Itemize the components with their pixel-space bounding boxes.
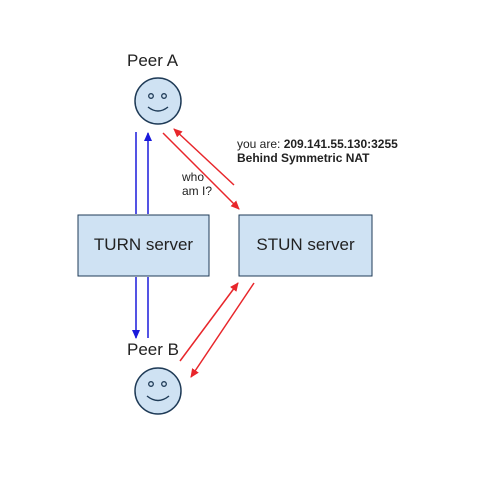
stun-reply-annotation: you are: 209.141.55.130:3255 Behind Symm… bbox=[237, 137, 398, 165]
question-line-1: who bbox=[182, 170, 205, 184]
turn-server-label: TURN server bbox=[93, 235, 194, 254]
stun-server-label: STUN server bbox=[256, 235, 355, 254]
reply-address: 209.141.55.130:3255 bbox=[283, 137, 398, 151]
turn-server-box bbox=[77, 214, 210, 277]
reply-prefix: you are: bbox=[237, 137, 284, 151]
stun-request-arrow-a bbox=[162, 132, 240, 210]
reply-nat: Behind Symmetric NAT bbox=[237, 151, 370, 165]
reply-nat-line: Behind Symmetric NAT bbox=[237, 151, 398, 165]
peer-a-icon bbox=[134, 77, 182, 125]
reply-address-line: you are: 209.141.55.130:3255 bbox=[237, 137, 398, 151]
peer-b-label: Peer B bbox=[127, 340, 179, 359]
peer-a-label: Peer A bbox=[127, 51, 179, 70]
stun-request-arrow-b bbox=[179, 282, 239, 362]
stun-response-arrow-b bbox=[190, 282, 255, 378]
who-am-i-question: who am I? bbox=[182, 170, 212, 198]
stun-server-box bbox=[238, 214, 373, 277]
question-line-2: am I? bbox=[182, 184, 213, 198]
peer-b-icon bbox=[134, 367, 182, 415]
stun-response-arrow-a bbox=[173, 128, 235, 186]
